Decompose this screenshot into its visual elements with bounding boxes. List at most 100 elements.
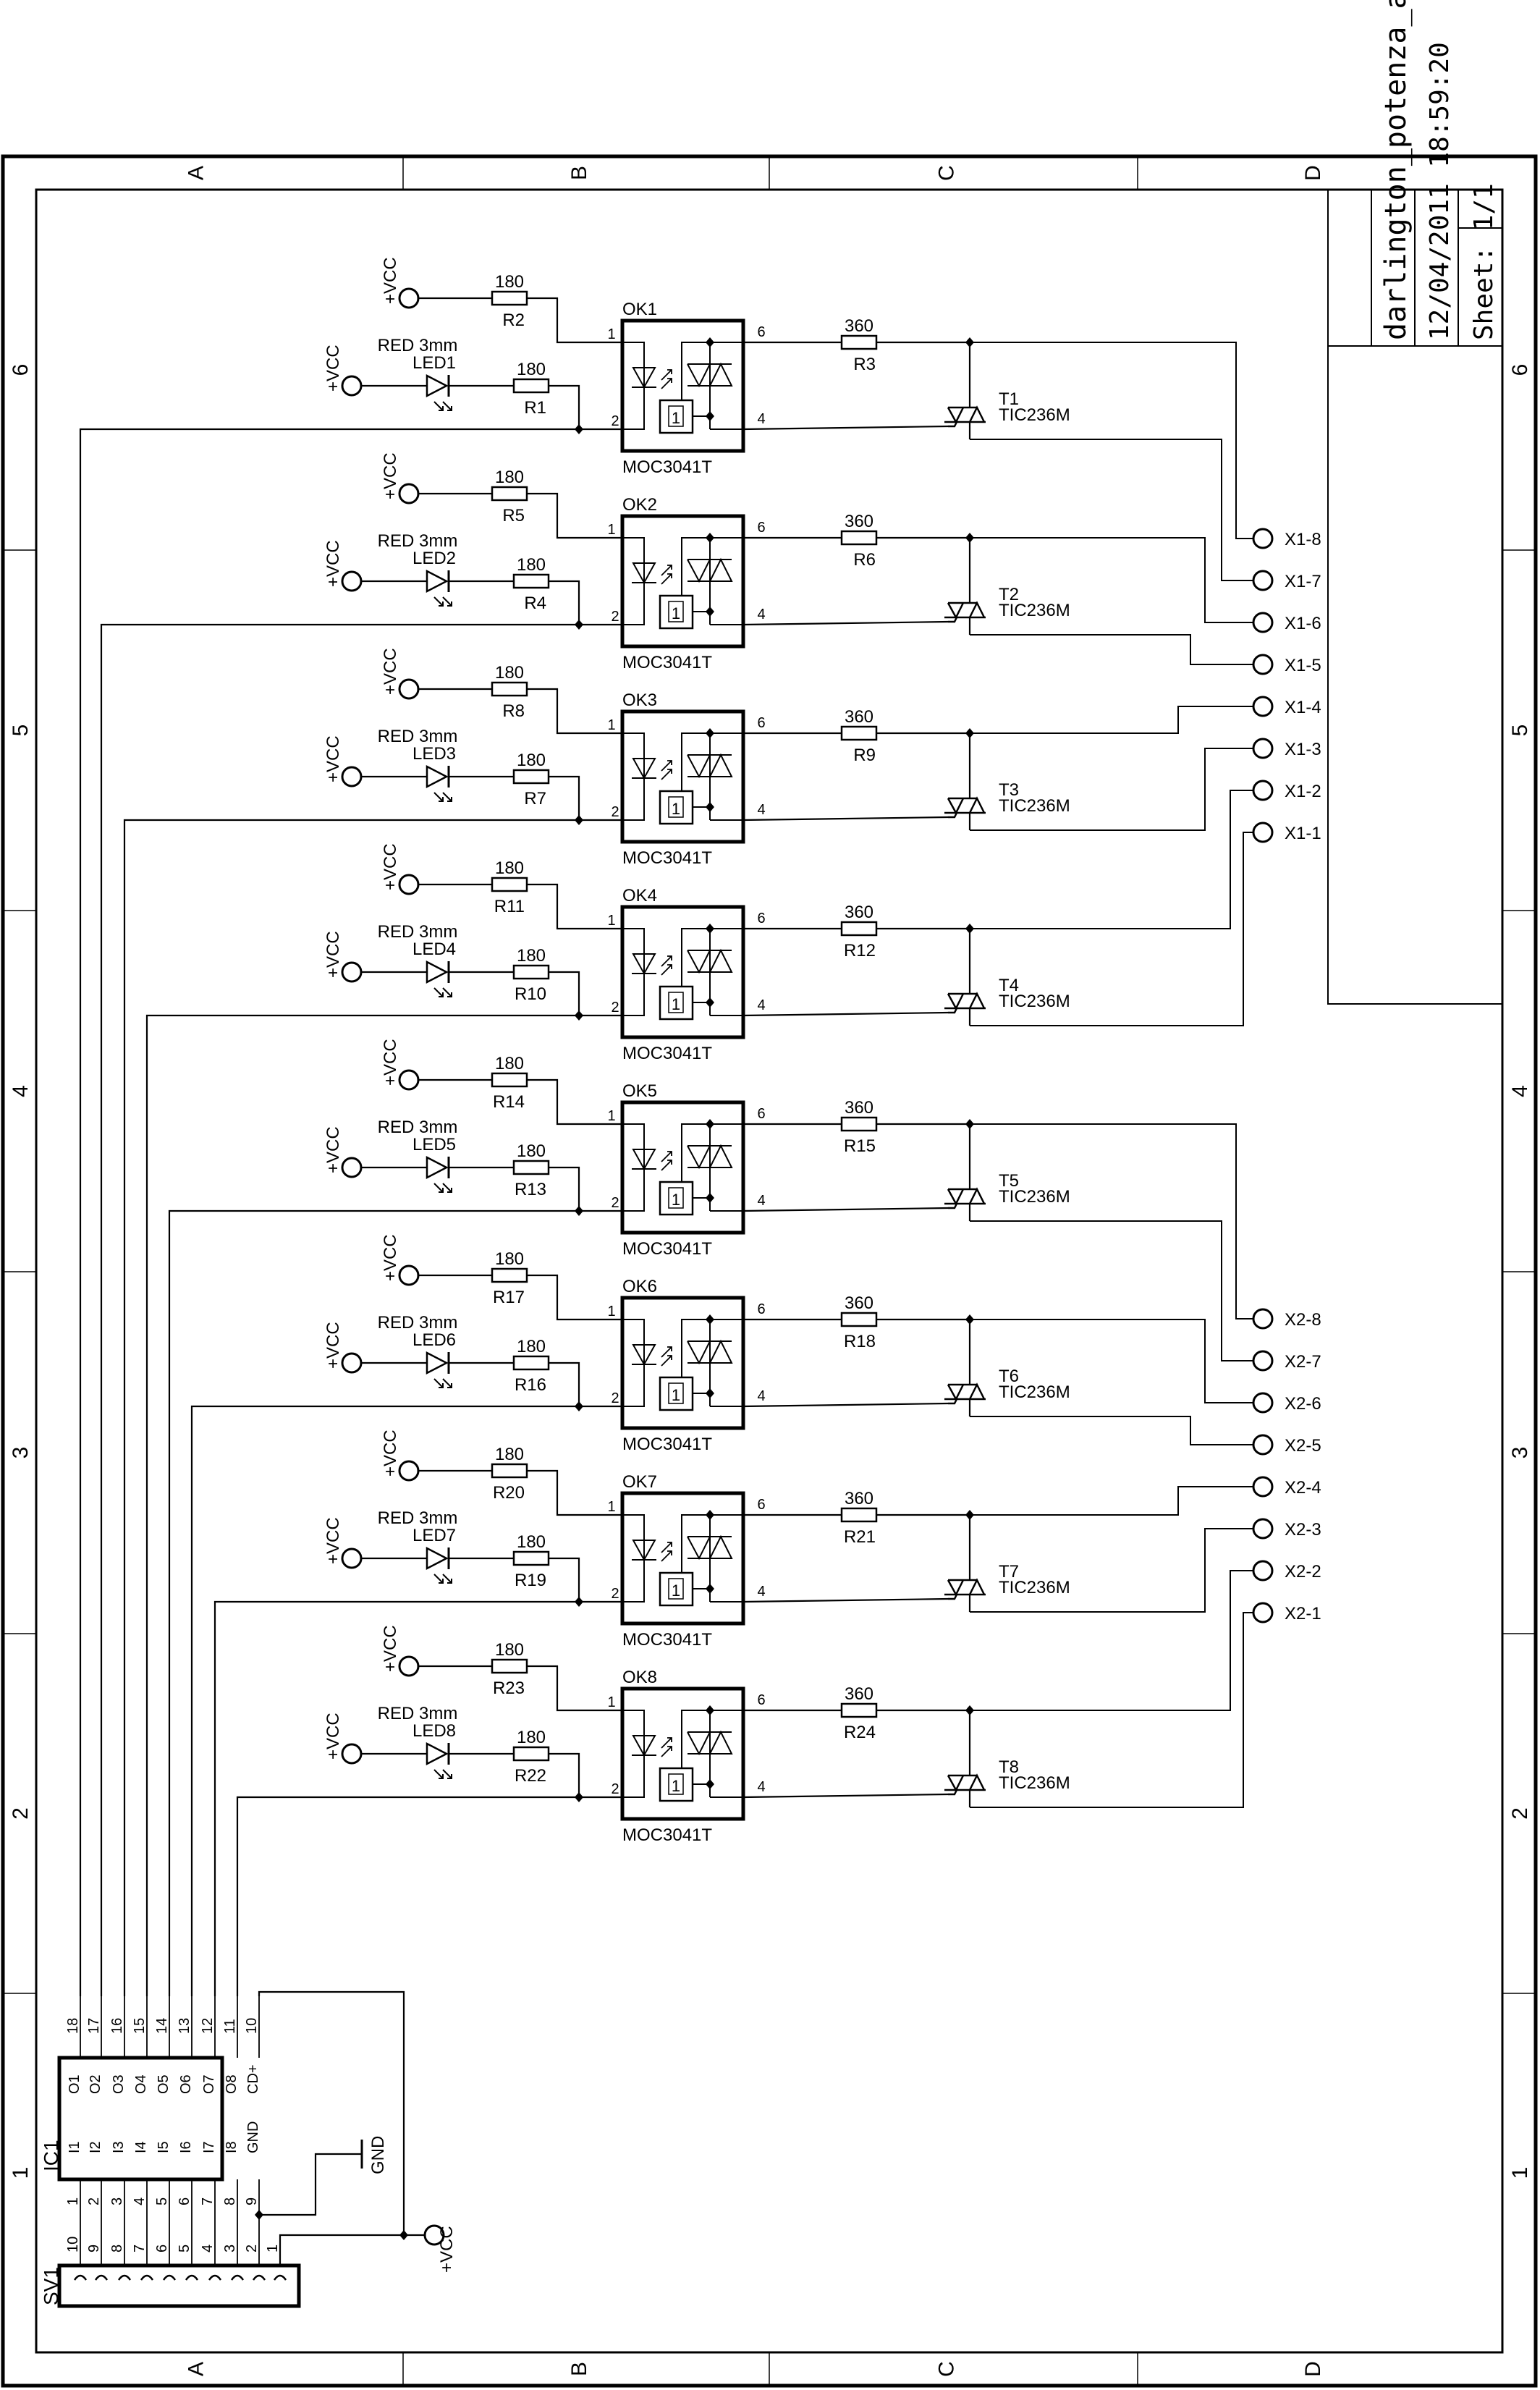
resistor-name: R9	[853, 746, 876, 765]
pin-number: 6	[757, 1106, 765, 1122]
wire	[742, 425, 949, 431]
row-label-left: 1	[9, 2167, 33, 2179]
internal-led-icon	[632, 367, 656, 389]
terminal-X1-7	[1252, 570, 1274, 591]
terminal-X2-8	[1252, 1308, 1274, 1330]
resistor-R12	[840, 921, 878, 937]
resistor-R9	[840, 725, 878, 741]
triac-part: TIC236M	[999, 992, 1070, 1011]
wire	[279, 2234, 404, 2266]
optocoupler-OK1	[620, 318, 745, 453]
pin-number: 1	[607, 913, 615, 929]
ic-bottom-pin-name: GND	[245, 2121, 261, 2153]
ic-top-pin-name: O2	[88, 2074, 103, 2094]
resistor-name: R11	[494, 897, 525, 916]
wire	[622, 1319, 645, 1407]
header-pin-number: 3	[222, 2245, 238, 2252]
terminal-label: X1-7	[1285, 572, 1321, 591]
light-emission-icon	[433, 792, 452, 802]
zero-cross-label: 1	[672, 1777, 680, 1795]
row-label-left: 3	[9, 1447, 33, 1459]
zero-cross-label: 1	[672, 800, 680, 818]
light-receive-icon	[661, 369, 672, 389]
wire	[213, 1600, 622, 1996]
header-pin-icon	[140, 2274, 154, 2281]
ic-top-pin-name: O7	[201, 2074, 217, 2094]
light-receive-icon	[661, 760, 672, 780]
pin-number: 2	[611, 1195, 619, 1211]
internal-junction	[706, 1584, 714, 1594]
resistor-R2	[491, 290, 528, 306]
light-emission-icon	[433, 401, 452, 411]
resistor-name: R17	[493, 1288, 525, 1307]
header-pin-number: 8	[109, 2245, 125, 2252]
wire	[622, 1123, 645, 1212]
terminal-X1-1	[1252, 822, 1274, 843]
row-label-left: 5	[9, 725, 33, 737]
row-label-right: 3	[1508, 1447, 1532, 1459]
ic-top-pin-name: O6	[178, 2074, 194, 2094]
terminal-label: X1-4	[1285, 698, 1321, 717]
header-pin-icon	[230, 2274, 245, 2281]
zero-cross-inner	[668, 601, 684, 622]
internal-triac-icon	[687, 753, 733, 779]
pin-number: 4	[757, 997, 765, 1013]
led-value: RED 3mm	[378, 1508, 458, 1528]
triac-T4	[944, 992, 986, 1014]
zero-cross-inner	[668, 405, 684, 427]
output-wire-mt1	[970, 1612, 1253, 1808]
ic-top-pin-number: 11	[222, 2019, 238, 2034]
vcc-terminal	[341, 961, 363, 983]
wire	[190, 1405, 622, 1996]
led-name: LED3	[412, 744, 456, 764]
zero-cross-label: 1	[672, 409, 680, 427]
wire	[259, 2153, 362, 2216]
row-label-left: 6	[9, 364, 33, 376]
zero-cross-label: 1	[672, 1582, 680, 1600]
terminal-X2-4	[1252, 1476, 1274, 1498]
wire	[527, 1469, 622, 1516]
row-label-right: 1	[1508, 2167, 1532, 2179]
led-icon	[426, 373, 449, 398]
output-wire-mt2	[970, 537, 1253, 623]
row-label-left: 2	[9, 1807, 33, 1820]
header-pin-number: 2	[244, 2245, 260, 2252]
led-value: RED 3mm	[378, 336, 458, 355]
resistor-value: 180	[517, 555, 546, 575]
header-SV1	[57, 2263, 301, 2308]
wire	[742, 1011, 949, 1017]
led-value: RED 3mm	[378, 727, 458, 746]
wire	[622, 537, 645, 625]
wire	[258, 1990, 405, 2235]
led-name: LED8	[412, 1721, 456, 1741]
pin-number: 2	[611, 804, 619, 820]
internal-triac-icon	[687, 557, 733, 583]
wire	[681, 1514, 743, 1573]
internal-junction	[706, 802, 714, 812]
pin-number: 6	[757, 324, 765, 340]
sheet-datetime: 12/04/2011 18:59:20	[1425, 42, 1455, 340]
ic-top-pin-name: O3	[111, 2074, 127, 2094]
internal-triac-icon	[687, 948, 733, 974]
triac-name: T3	[999, 780, 1019, 800]
ic-IC1	[57, 2056, 224, 2182]
column-label-bottom: B	[567, 2362, 591, 2376]
wire	[549, 971, 580, 1015]
resistor-name: R1	[524, 398, 546, 418]
vcc-terminal	[341, 570, 363, 592]
column-label-top: D	[1301, 165, 1325, 181]
pin-number: 1	[607, 326, 615, 342]
led-value: RED 3mm	[378, 922, 458, 942]
resistor-R4	[512, 573, 550, 589]
resistor-value: 180	[517, 1337, 546, 1356]
vcc-terminal	[398, 678, 420, 700]
light-receive-icon	[661, 1151, 672, 1171]
terminal-label: X2-3	[1285, 1520, 1321, 1540]
resistor-R1	[512, 378, 550, 394]
resistor-name: R2	[502, 311, 525, 330]
optocoupler-name: OK5	[622, 1081, 657, 1101]
resistor-value: 360	[845, 512, 873, 531]
internal-led-icon	[632, 1735, 656, 1757]
